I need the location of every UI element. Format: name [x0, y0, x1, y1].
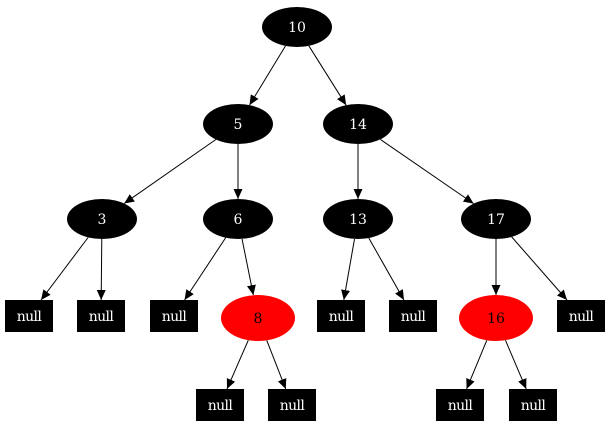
edge-arrow	[123, 139, 217, 204]
null-leaf-label: null	[401, 309, 427, 325]
null-leaf: null	[196, 389, 244, 421]
null-leaf-label: null	[89, 309, 115, 325]
tree-node-6: 6	[203, 199, 273, 239]
null-leaf: null	[268, 389, 316, 421]
null-leaf-label: null	[569, 309, 595, 325]
tree-edges	[40, 45, 568, 390]
tree-node-label: 16	[487, 311, 505, 327]
edge-arrow	[511, 236, 568, 301]
null-leaf: null	[317, 300, 365, 332]
tree-node-3: 3	[67, 199, 137, 239]
edge-arrow	[368, 237, 405, 301]
null-leaf: null	[77, 300, 125, 332]
null-leaf-label: null	[162, 309, 188, 325]
null-leaf-label: null	[329, 309, 355, 325]
null-leaf-label: null	[17, 309, 43, 325]
null-leaf: null	[150, 300, 198, 332]
null-leaf-label: null	[521, 398, 547, 414]
edge-arrow	[504, 340, 527, 390]
tree-node-8: 8	[221, 295, 295, 341]
edge-arrow	[308, 45, 347, 106]
tree-node-label: 8	[254, 311, 263, 327]
tree-node-label: 17	[487, 212, 505, 228]
null-leaf: null	[389, 300, 437, 332]
tree-node-10: 10	[262, 7, 332, 47]
edge-arrow	[266, 340, 287, 390]
edge-arrow	[341, 238, 356, 301]
tree-node-5: 5	[203, 104, 273, 144]
tree-node-label: 14	[349, 117, 367, 133]
edge-arrow	[466, 340, 488, 390]
tree-node-17: 17	[461, 199, 531, 239]
null-leaf-label: null	[448, 398, 474, 414]
edge-arrow	[249, 45, 286, 106]
edge-arrow	[226, 339, 249, 390]
tree-node-label: 3	[98, 212, 107, 228]
null-leaf: null	[5, 300, 53, 332]
edge-arrow	[241, 238, 256, 296]
tree-node-label: 5	[234, 117, 243, 133]
null-leaf-label: null	[280, 398, 306, 414]
edge-arrow	[96, 238, 106, 301]
tree-node-label: 13	[349, 212, 367, 228]
tree-node-label: 10	[288, 20, 306, 36]
tree-node-label: 6	[234, 212, 243, 228]
null-leaf: null	[509, 389, 557, 421]
tree-node-13: 13	[323, 199, 393, 239]
edge-arrow	[184, 237, 227, 301]
null-leaf-label: null	[208, 398, 234, 414]
null-leaf: null	[436, 389, 484, 421]
edge-arrow	[40, 237, 89, 301]
tree-node-16: 16	[459, 295, 533, 341]
edge-arrow	[380, 138, 474, 205]
null-leaf: null	[557, 300, 605, 332]
tree-node-14: 14	[323, 104, 393, 144]
